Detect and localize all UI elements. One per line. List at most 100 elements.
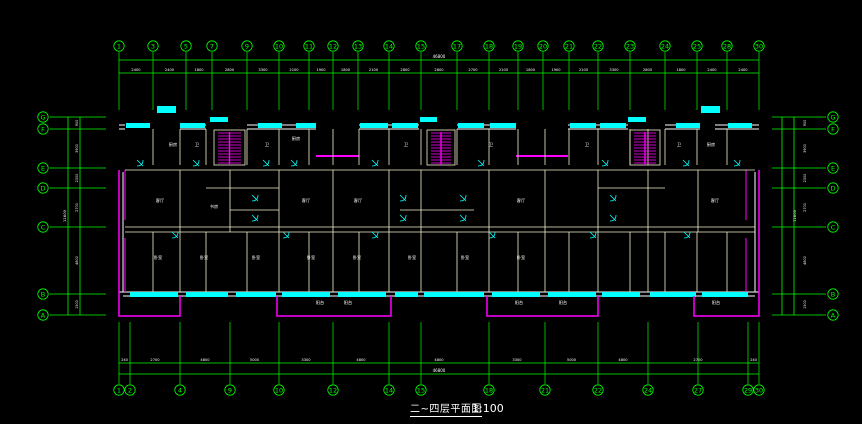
door-swing bbox=[733, 159, 741, 167]
door-swing bbox=[459, 194, 467, 202]
bay-window bbox=[701, 106, 720, 113]
bottom-dim-text: 4800 bbox=[356, 358, 366, 362]
top-dim-text: 2400 bbox=[165, 68, 175, 72]
top-dim-text: 1800 bbox=[194, 68, 204, 72]
door-swing bbox=[459, 214, 467, 222]
window-north bbox=[126, 123, 150, 128]
window-south bbox=[492, 292, 540, 297]
axis-label-top: 12 bbox=[329, 43, 337, 51]
window-south bbox=[395, 292, 418, 297]
room-label: 阳台 bbox=[316, 299, 324, 306]
window-south bbox=[602, 292, 640, 297]
bottom-dim-text: 4800 bbox=[434, 358, 444, 362]
window-north bbox=[490, 123, 516, 128]
drawing-title: 二~四层平面图 bbox=[410, 400, 482, 417]
axis-bubble-top bbox=[147, 40, 159, 52]
door-swing bbox=[262, 159, 270, 167]
right-dim-text: 2000 bbox=[803, 174, 807, 183]
room-label: 卧室 bbox=[408, 254, 416, 261]
axis-bubble-right bbox=[827, 182, 839, 194]
axis-label-right: C bbox=[831, 223, 836, 231]
window-south bbox=[282, 292, 330, 297]
axis-bubble-top bbox=[273, 40, 285, 52]
axis-bubble-top bbox=[241, 40, 253, 52]
door-swing bbox=[282, 231, 290, 239]
axis-bubble-top bbox=[537, 40, 549, 52]
axis-label-top: 18 bbox=[485, 43, 493, 51]
top-dim-text: 2100 bbox=[369, 68, 379, 72]
window-south bbox=[236, 292, 276, 297]
axis-bubble-bottom bbox=[383, 384, 395, 396]
room-label: 卧室 bbox=[307, 254, 315, 261]
axis-label-bottom: 1 bbox=[117, 387, 121, 395]
axis-bubble-bottom bbox=[174, 384, 186, 396]
room-label: 卧室 bbox=[353, 254, 361, 261]
right-dim-text: 900 bbox=[803, 120, 807, 126]
axis-bubble-top bbox=[327, 40, 339, 52]
axis-label-top: 19 bbox=[514, 43, 522, 51]
room-label: 卫 bbox=[677, 142, 681, 147]
building-plan bbox=[118, 106, 760, 317]
bottom-dim-text: 5000 bbox=[567, 358, 577, 362]
room-label: 阳台 bbox=[344, 299, 352, 306]
axis-label-bottom: 29 bbox=[744, 387, 752, 395]
top-dim-text: 2400 bbox=[707, 68, 717, 72]
door-swing bbox=[371, 231, 379, 239]
right-dim-text: 1500 bbox=[803, 300, 807, 309]
axis-bubble-right bbox=[827, 309, 839, 321]
axis-label-left: A bbox=[41, 311, 46, 319]
bottom-dim-text: 3300 bbox=[301, 358, 311, 362]
bay-window bbox=[157, 106, 176, 113]
bottom-dim-text: 2700 bbox=[150, 358, 160, 362]
axis-label-left: B bbox=[41, 290, 45, 298]
bottom-dim-text: 4800 bbox=[200, 358, 210, 362]
door-swing bbox=[171, 231, 179, 239]
axis-bubble-bottom bbox=[327, 384, 339, 396]
window-stair bbox=[420, 117, 437, 122]
room-label: 客厅 bbox=[517, 197, 525, 204]
axis-label-top: 3 bbox=[151, 43, 155, 51]
axis-bubble-left bbox=[37, 123, 49, 135]
top-dim-text: 2700 bbox=[468, 68, 478, 72]
bottom-dim-text: 3300 bbox=[512, 358, 522, 362]
left-dim-text: 2000 bbox=[75, 174, 79, 183]
window-north bbox=[360, 123, 388, 128]
top-total-dim-text: 46800 bbox=[433, 54, 446, 59]
room-label: 客厅 bbox=[302, 197, 310, 204]
door-swing bbox=[192, 159, 200, 167]
axis-label-top: 22 bbox=[594, 43, 602, 51]
axis-label-top: 10 bbox=[275, 43, 283, 51]
top-dim-text: 1800 bbox=[526, 68, 536, 72]
axis-bubble-top bbox=[691, 40, 703, 52]
window-south bbox=[702, 292, 748, 297]
left-dim-text: 4800 bbox=[75, 256, 79, 265]
axis-bubble-right bbox=[827, 111, 839, 123]
room-label: 客厅 bbox=[156, 197, 164, 204]
top-dim-text: 2400 bbox=[131, 68, 141, 72]
balcony-outline bbox=[486, 296, 599, 317]
axis-bubble-left bbox=[37, 288, 49, 300]
top-dim-text: 1800 bbox=[676, 68, 686, 72]
axis-bubble-bottom bbox=[692, 384, 704, 396]
axis-label-bottom: 18 bbox=[485, 387, 493, 395]
axis-label-left: G bbox=[40, 113, 45, 121]
axis-bubble-top bbox=[483, 40, 495, 52]
axis-label-left: C bbox=[41, 223, 46, 231]
axis-label-top: 15 bbox=[417, 43, 425, 51]
axis-bubble-top bbox=[592, 40, 604, 52]
drawing-title-block: 二~四层平面图 1:100 bbox=[0, 398, 862, 420]
window-north bbox=[392, 123, 418, 128]
right-dim-text: 3900 bbox=[803, 144, 807, 153]
room-labels: 厨房卫卫厨房卫卫卫卫厨房客厅书房客厅客厅客厅客厅卧室卧室卧室卧室卧室卧室卧室卧室… bbox=[154, 135, 720, 306]
room-label: 阳台 bbox=[559, 299, 567, 306]
door-swing bbox=[609, 194, 617, 202]
window-north bbox=[458, 123, 484, 128]
bottom-total-dim-text: 46800 bbox=[433, 368, 446, 373]
axis-label-bottom: 12 bbox=[329, 387, 337, 395]
balcony-outline bbox=[118, 292, 181, 317]
axis-label-bottom: 10 bbox=[275, 387, 283, 395]
axis-bubble-bottom bbox=[753, 384, 765, 396]
top-dim-text: 2800 bbox=[225, 68, 235, 72]
